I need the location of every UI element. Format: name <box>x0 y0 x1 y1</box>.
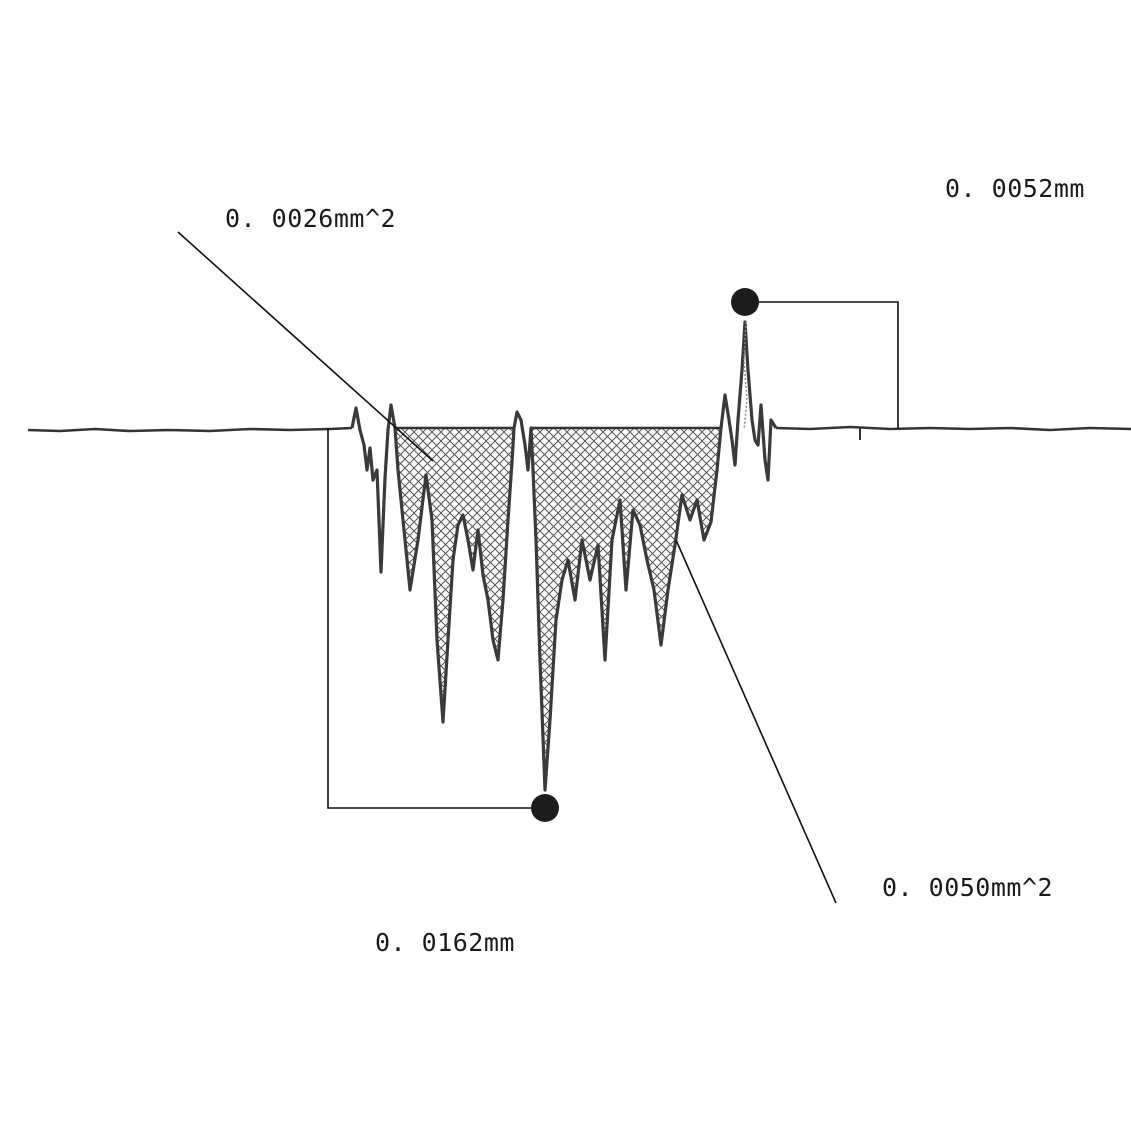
leader-line-left-area <box>177 231 434 462</box>
right-area-label: 0. 0050mm^2 <box>882 873 1053 902</box>
valley-area-right <box>531 428 721 790</box>
roughness-profile <box>350 320 778 792</box>
max-depth-label: 0. 0162mm <box>375 928 515 957</box>
valley-area-left <box>395 428 514 722</box>
max-height-label: 0. 0052mm <box>945 174 1085 203</box>
lowest-point-marker <box>531 794 559 822</box>
left-area-label: 0. 0026mm^2 <box>225 204 396 233</box>
depth-dimension-bracket <box>327 428 559 822</box>
height-dimension-bracket <box>731 288 899 428</box>
hatched-valley-area <box>395 428 721 790</box>
leader-line-right-area <box>675 539 837 904</box>
profile-baseline <box>27 425 1131 440</box>
highest-point-marker <box>731 288 759 316</box>
